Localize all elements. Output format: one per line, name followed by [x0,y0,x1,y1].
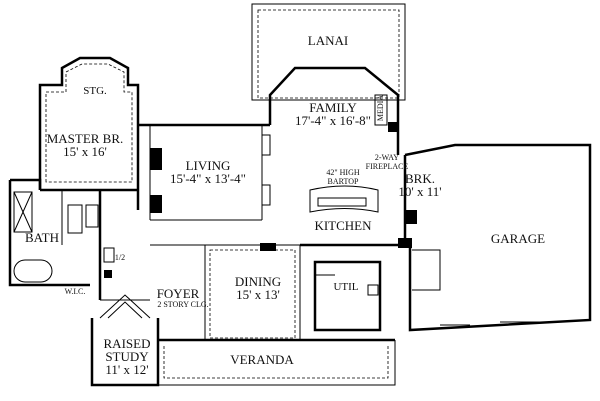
living-room-walls [149,125,271,221]
utility-walls [313,260,382,332]
bath-label: BATH [25,230,59,245]
fireplace-label-line1: 2-WAY [375,153,399,162]
master-bedroom-label: MASTER BR. [47,131,124,146]
foyer-note: 2 STORY CLG. [157,300,208,309]
kitchen-label: KITCHEN [314,218,372,233]
foyer-label: FOYER [157,286,200,301]
lanai-outline [251,3,406,101]
veranda-outline [157,340,396,386]
study-label-line2: STUDY [105,349,149,364]
garage-label: GARAGE [491,231,545,246]
study-dimensions: 11' x 12' [105,362,148,377]
walk-in-closet-label: W.I.C. [65,287,86,296]
breakfast-label: BRK. [405,171,435,186]
kitchen-walls [300,155,417,248]
dining-dimensions: 15' x 13' [236,287,280,302]
living-room-label: LIVING [186,158,231,173]
media-label: MEDIA [376,95,385,121]
utility-label: UTIL [333,281,358,293]
dining-label: DINING [235,274,281,289]
stg-label: STG. [83,85,107,97]
family-room-walls [138,66,400,155]
fireplace-label-line2: FIREPLACE [366,162,409,171]
lanai-label: LANAI [308,33,348,48]
study-label-line1: RAISED [104,336,151,351]
garage-walls [404,143,592,332]
breakfast-dimensions: 10' x 11' [398,184,441,199]
bartop-label-line2: BARTOP [328,177,359,186]
half-bath-label: 1/2 [115,253,125,262]
family-room-label: FAMILY [309,100,357,115]
family-room-dimensions: 17'-4" x 16'-8" [295,113,371,128]
bath-wing-walls [8,178,150,301]
master-bedroom-dimensions: 15' x 16' [63,144,107,159]
foyer-dining-walls [150,243,395,342]
master-bedroom-walls [38,56,140,210]
living-room-dimensions: 15'-4" x 13'-4" [170,171,246,186]
bartop-label-line1: 42" HIGH [326,168,359,177]
veranda-label: VERANDA [230,352,294,367]
